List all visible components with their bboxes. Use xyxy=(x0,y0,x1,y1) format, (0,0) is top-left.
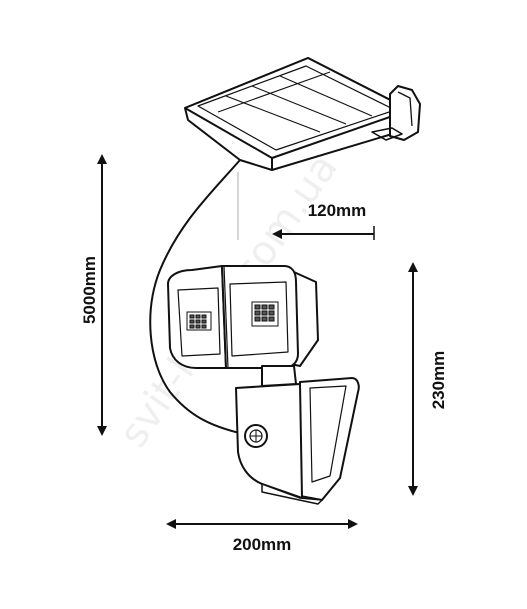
dim-arrow-panel-offset xyxy=(272,226,375,240)
led-array-left xyxy=(186,311,212,331)
led-array-right xyxy=(251,301,279,327)
cable-length-label: 5000mm xyxy=(80,256,99,324)
width-label: 200mm xyxy=(233,535,292,554)
cable xyxy=(149,159,245,435)
solar-panel xyxy=(184,57,421,171)
sensor-housing xyxy=(235,365,360,505)
height-label: 230mm xyxy=(429,351,448,410)
panel-offset-label: 120mm xyxy=(308,201,367,220)
lamp-head xyxy=(167,265,319,369)
